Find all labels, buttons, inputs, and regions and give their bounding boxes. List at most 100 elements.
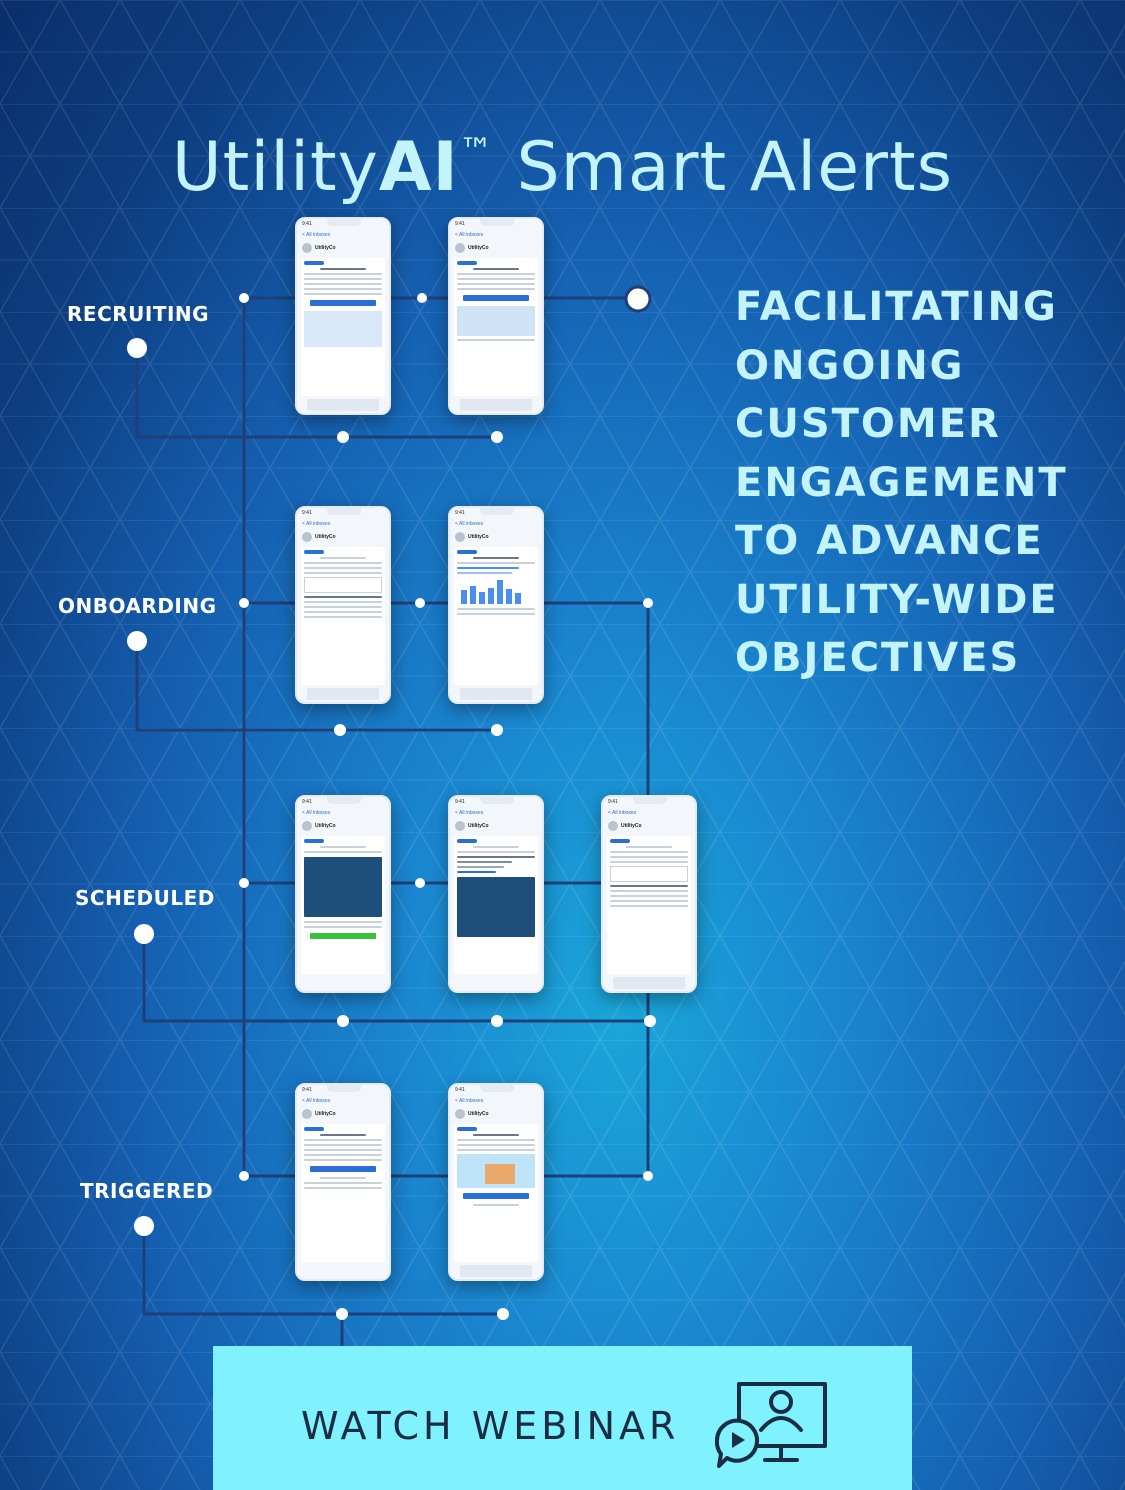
phone-notch	[480, 219, 514, 226]
feedback-bar	[307, 399, 379, 411]
phone-sender: UtilityCo	[450, 240, 542, 256]
email-tag	[457, 550, 477, 554]
phone-sender: UtilityCo	[297, 240, 389, 256]
email-card	[454, 836, 538, 974]
stage-label-triggered: TRIGGERED	[80, 1179, 214, 1203]
phone-status-time: 9:41	[302, 799, 312, 805]
phone-status-time: 9:41	[455, 799, 465, 805]
email-card	[301, 836, 385, 974]
phone-onboarding-2: 9:41 < All inboxes UtilityCo	[448, 506, 544, 704]
sender-name: UtilityCo	[468, 534, 489, 540]
avatar	[455, 1109, 465, 1119]
email-card	[301, 1124, 385, 1262]
sender-name: UtilityCo	[315, 823, 336, 829]
tagline-line: OBJECTIVES	[735, 635, 1021, 681]
phone-status-time: 9:41	[455, 1087, 465, 1093]
avatar	[302, 1109, 312, 1119]
email-cta-button	[463, 1193, 529, 1199]
phone-inbox-link: < All inboxes	[455, 521, 484, 527]
tagline-line: ENGAGEMENT	[735, 459, 1068, 506]
tagline-line: UTILITY-WIDE	[735, 576, 1059, 623]
feedback-bar	[460, 399, 532, 411]
phone-notch	[327, 1085, 361, 1092]
trademark-symbol: ™	[458, 130, 494, 171]
phone-notch	[480, 508, 514, 515]
email-tag	[304, 839, 324, 843]
tagline-line: CUSTOMER	[735, 401, 1001, 447]
email-card	[301, 258, 385, 396]
email-tag	[457, 1127, 477, 1131]
phone-recruiting-1: 9:41 < All inboxes UtilityCo	[295, 217, 391, 415]
phone-status-time: 9:41	[302, 510, 312, 516]
projected-bill-panel	[304, 857, 382, 917]
email-tag	[304, 1127, 324, 1131]
avatar	[302, 821, 312, 831]
avatar	[608, 821, 618, 831]
usage-bar-chart	[461, 578, 531, 604]
phone-status-time: 9:41	[302, 1087, 312, 1093]
phone-notch	[327, 219, 361, 226]
avatar	[302, 243, 312, 253]
phone-scheduled-1: 9:41 < All inboxes UtilityCo	[295, 795, 391, 993]
email-card	[454, 258, 538, 396]
phone-inbox-link: < All inboxes	[302, 1098, 331, 1104]
sender-name: UtilityCo	[468, 1111, 489, 1117]
email-cta-button	[310, 1166, 376, 1172]
comparison-panel	[457, 877, 535, 937]
phone-sender: UtilityCo	[603, 818, 695, 834]
phone-inbox-link: < All inboxes	[302, 521, 331, 527]
sender-name: UtilityCo	[468, 823, 489, 829]
phone-recruiting-2: 9:41 < All inboxes UtilityCo	[448, 217, 544, 415]
feedback-bar	[460, 688, 532, 700]
phone-triggered-1: 9:41 < All inboxes UtilityCo	[295, 1083, 391, 1281]
phone-onboarding-1: 9:41 < All inboxes UtilityCo	[295, 506, 391, 704]
phone-sender: UtilityCo	[450, 529, 542, 545]
email-tag	[457, 261, 477, 265]
stage-label-scheduled: SCHEDULED	[75, 886, 215, 910]
phone-inbox-link: < All inboxes	[455, 810, 484, 816]
phone-notch	[480, 1085, 514, 1092]
phone-inbox-link: < All inboxes	[302, 232, 331, 238]
email-card	[454, 547, 538, 685]
phone-status-time: 9:41	[608, 799, 618, 805]
email-cta-button	[310, 933, 376, 939]
feedback-bar	[613, 977, 685, 989]
phone-notch	[633, 797, 667, 804]
phone-status-time: 9:41	[455, 510, 465, 516]
email-card	[301, 547, 385, 685]
phone-inbox-link: < All inboxes	[455, 232, 484, 238]
email-card	[454, 1124, 538, 1262]
title-prefix: Utility	[171, 127, 379, 207]
watch-webinar-label: WATCH WEBINAR	[301, 1404, 680, 1448]
email-tag	[610, 839, 630, 843]
watch-webinar-button[interactable]: WATCH WEBINAR	[213, 1346, 912, 1490]
phone-sender: UtilityCo	[450, 818, 542, 834]
avatar	[455, 532, 465, 542]
tagline: FACILITATING ONGOING CUSTOMER ENGAGEMENT…	[735, 278, 1068, 688]
phone-notch	[327, 508, 361, 515]
phone-status-time: 9:41	[302, 221, 312, 227]
tagline-line: ONGOING	[735, 342, 965, 389]
title-suffix: Smart Alerts	[493, 127, 954, 207]
stage-label-recruiting: RECRUITING	[67, 302, 210, 326]
page-title: UtilityAI™ Smart Alerts	[0, 128, 1125, 207]
phone-status-time: 9:41	[455, 221, 465, 227]
webinar-presenter-icon	[714, 1382, 827, 1468]
email-tag	[457, 839, 477, 843]
sender-name: UtilityCo	[468, 245, 489, 251]
sender-name: UtilityCo	[315, 245, 336, 251]
avatar	[455, 821, 465, 831]
tagline-line: FACILITATING	[735, 284, 1058, 330]
phone-notch	[480, 797, 514, 804]
phone-scheduled-2: 9:41 < All inboxes UtilityCo	[448, 795, 544, 993]
phone-sender: UtilityCo	[450, 1106, 542, 1122]
email-cta-button	[310, 300, 376, 306]
email-tag	[304, 261, 324, 265]
email-card	[607, 836, 691, 974]
phone-inbox-link: < All inboxes	[455, 1098, 484, 1104]
sender-name: UtilityCo	[315, 534, 336, 540]
phone-sender: UtilityCo	[297, 1106, 389, 1122]
phone-scheduled-3: 9:41 < All inboxes UtilityCo	[601, 795, 697, 993]
feedback-bar	[460, 1265, 532, 1277]
